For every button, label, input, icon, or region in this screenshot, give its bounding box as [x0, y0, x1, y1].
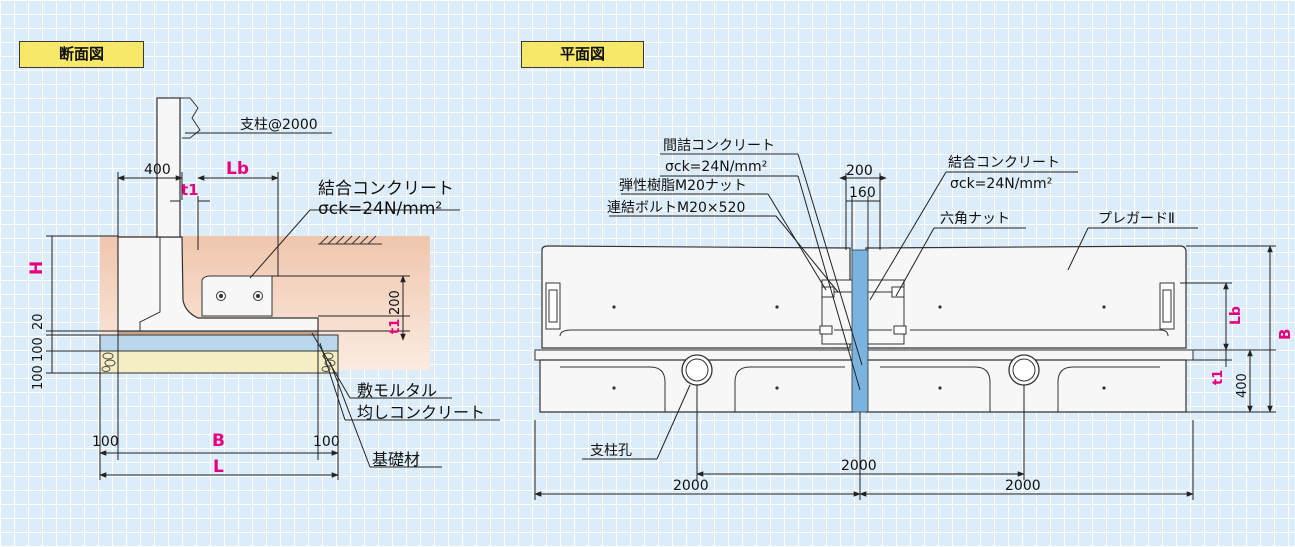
dim-h: H — [27, 261, 47, 275]
bolt-label: 連結ボルトM20×520 — [607, 200, 745, 216]
joining-concrete-spec: σck=24N/mm² — [318, 199, 442, 219]
leveling-label: 均しコンクリート — [357, 403, 485, 422]
base-gravel — [99, 350, 339, 374]
section-view-tag: 断面図 — [19, 41, 144, 68]
plan-dim-t1: t1 — [1211, 370, 1226, 385]
dim-lb: Lb — [226, 159, 249, 179]
dim-100-right: 100 — [313, 434, 340, 450]
block-body — [117, 236, 319, 332]
plan-dim-lb: Lb — [1228, 306, 1244, 325]
plan-dim-2000-left: 2000 — [673, 478, 709, 494]
filler-concrete-spec: σck=24N/mm² — [665, 159, 767, 175]
joining-concrete — [201, 275, 273, 317]
plan-dim-200: 200 — [846, 163, 873, 179]
plan-view-tag: 平面図 — [521, 41, 644, 68]
block-left-top — [541, 245, 851, 349]
dim-20: 20 — [31, 313, 46, 330]
dim-t1: t1 — [181, 181, 199, 199]
base-label: 基礎材 — [372, 450, 420, 469]
dim-l: L — [213, 457, 224, 477]
block-right-top — [865, 245, 1187, 349]
plan-dim-2000-mid: 2000 — [841, 458, 877, 474]
dim-400: 400 — [144, 162, 171, 178]
leveling-concrete — [99, 334, 339, 352]
plan-dim-160: 160 — [849, 185, 876, 201]
dim-b: B — [212, 431, 225, 451]
product-label: プレガードⅡ — [1098, 211, 1175, 227]
mortar-label: 敷モルタル — [357, 381, 437, 400]
dim-200: 200 — [388, 290, 403, 315]
post-hole-label: 支柱孔 — [590, 443, 632, 459]
post — [156, 97, 181, 238]
plan-view: 間詰コンクリート σck=24N/mm² 弾性樹脂M20ナット 連結ボルトM20… — [534, 138, 1294, 500]
plan-dim-b: B — [1276, 329, 1294, 340]
dim-t1-side: t1 — [388, 319, 403, 334]
dim-100a: 100 — [31, 337, 46, 362]
hex-nut-label: 六角ナット — [940, 211, 1010, 227]
filler-strip — [851, 249, 869, 413]
ground-hatch — [318, 235, 382, 245]
nut-label: 弾性樹脂M20ナット — [619, 178, 747, 194]
post-label: 支柱@2000 — [240, 117, 318, 133]
plan-dim-400: 400 — [1235, 373, 1250, 398]
plan-dim-2000-right: 2000 — [1005, 478, 1041, 494]
plan-joining-concrete-spec: σck=24N/mm² — [950, 176, 1052, 192]
plan-joining-concrete-label: 結合コンクリート — [948, 155, 1060, 171]
joining-concrete-label: 結合コンクリート — [318, 179, 454, 199]
filler-concrete-label: 間詰コンクリート — [663, 138, 775, 154]
section-view: 支柱@2000 400 Lb t1 結合コンクリート σck=24N/mm² H… — [27, 97, 500, 480]
dim-100b: 100 — [31, 365, 46, 390]
dim-100-left: 100 — [92, 434, 119, 450]
